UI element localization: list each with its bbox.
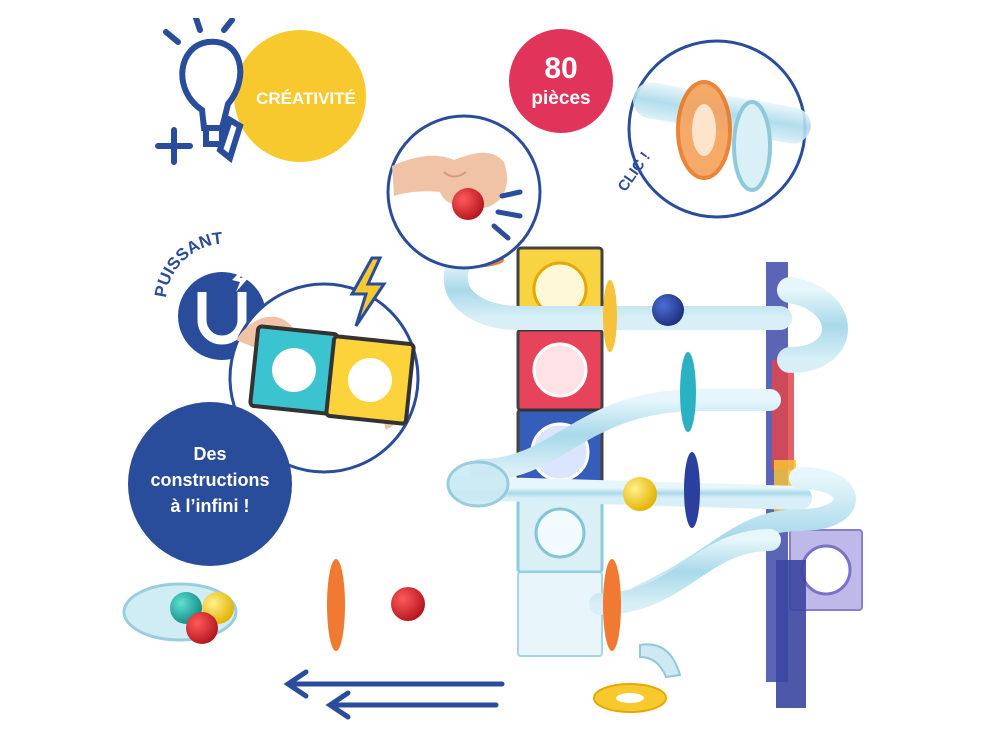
arrow-left-icon	[283, 669, 505, 720]
hand-marble-bubble	[386, 114, 542, 270]
motion-lines-icon	[491, 189, 523, 241]
pieces-count: 80	[544, 52, 577, 85]
infinite-line-2: constructions	[150, 470, 269, 490]
loose-tube-piece	[639, 643, 682, 679]
infinite-line-1: Des	[193, 444, 226, 464]
infinite-constructions-badge: Des constructions à l’infini !	[128, 402, 292, 566]
creativity-label: CRÉATIVITÉ	[256, 89, 356, 108]
magnet-lightning-icon	[197, 292, 247, 345]
bowl-mid	[446, 460, 510, 508]
lightning-icon	[349, 256, 387, 327]
magnetic-tiles-bubble	[228, 282, 420, 474]
pieces-badge: 80 pièces	[509, 29, 613, 133]
marbles	[170, 294, 684, 644]
click-bubble	[627, 39, 811, 219]
pieces-label: pièces	[531, 88, 590, 109]
small-lightning-icon	[232, 268, 250, 292]
creativity-badge: CRÉATIVITÉ	[155, 18, 366, 165]
connector-rings	[327, 252, 700, 713]
infinite-line-3: à l’infini !	[171, 496, 250, 516]
lightbulb-plus-icon	[155, 18, 244, 165]
side-tower	[766, 262, 863, 708]
